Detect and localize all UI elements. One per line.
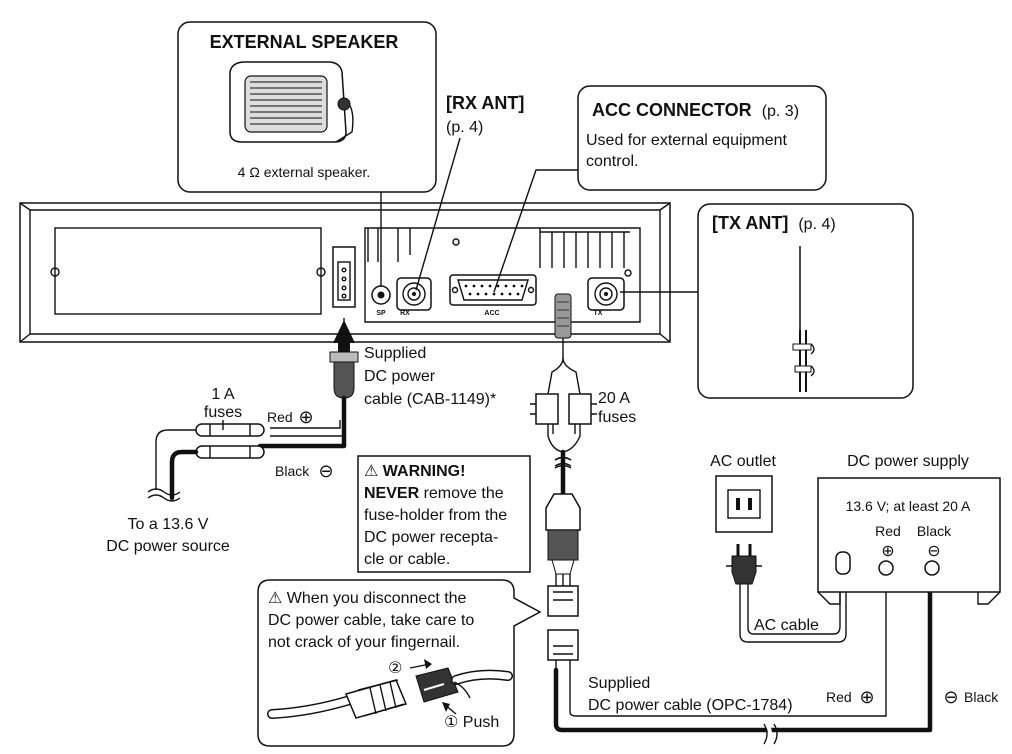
warning-title: ⚠ WARNING!: [364, 463, 465, 480]
caution-line3: not crack of your fingernail.: [268, 634, 460, 651]
rx-connector-label: RX: [400, 310, 410, 317]
tx-connector-label: TX: [594, 310, 603, 317]
cab-1149-cable: 1 A fuses Red ⊕ Black ⊖ Supplied DC powe…: [106, 318, 496, 555]
left-black-label: Black: [275, 463, 310, 479]
caution-step2: ②: [388, 660, 402, 677]
dc-supply-red-label: Red: [875, 523, 901, 539]
bottom-black-minus-icon: ⊖: [943, 687, 958, 707]
ac-cable-label: AC cable: [754, 617, 819, 634]
svg-text:NEVER remove the: NEVER remove the: [364, 485, 504, 502]
dc-power-supply: DC power supply 13.6 V; at least 20 A Re…: [817, 453, 1001, 605]
center-fuse-rating: 20 A: [598, 390, 630, 407]
opc-1784-cable: 20 A fuses Supplied DC power cable (OPC-…: [530, 293, 999, 746]
warning-line1: remove the: [419, 485, 504, 502]
center-fuse-label: fuses: [598, 409, 636, 426]
left-fuse-holders: [195, 423, 265, 459]
ac-plug-icon: [726, 544, 762, 594]
tx-ant-title: [TX ANT]: [712, 213, 788, 233]
bottom-red-label: Red: [826, 689, 852, 705]
cab-1149-line1: Supplied: [364, 345, 426, 362]
acc-connector-label: ACC: [484, 310, 499, 317]
left-black-minus-icon: ⊖: [318, 461, 333, 481]
left-fuse-rating: 1 A: [211, 386, 234, 403]
dc-supply-spec: 13.6 V; at least 20 A: [846, 498, 971, 514]
bottom-red-plus-icon: ⊕: [859, 687, 874, 707]
sp-jack-label: SP: [376, 310, 386, 317]
acc-connector-callout: ACC CONNECTOR (p. 3) Used for external e…: [493, 85, 827, 293]
warning-line3: DC power recepta-: [364, 529, 498, 546]
svg-text:ACC CONNECTOR (p. 3): ACC CONNECTOR (p. 3): [592, 100, 799, 120]
heat-sink: [367, 228, 632, 277]
external-speaker-callout: EXTERNAL SPEAKER 4 Ω external speaker.: [177, 21, 437, 287]
acc-connector-title: ACC CONNECTOR: [592, 100, 752, 120]
antenna-icon: [792, 246, 815, 392]
caution-callout: ⚠ When you disconnect the DC power cable…: [257, 579, 542, 747]
acc-desc-line2: control.: [586, 153, 638, 170]
dc-power-receptacle: [332, 246, 356, 308]
warning-line4: cle or cable.: [364, 551, 450, 568]
cab-1149-line2: DC power: [364, 368, 436, 385]
transceiver-rear-panel: SP RX ACC TX: [19, 202, 671, 343]
rx-ant-connector: RX: [396, 277, 432, 317]
ac-outlet-label: AC outlet: [710, 453, 776, 470]
acc-connector-page: (p. 3): [762, 103, 799, 120]
opc-1784-line1: Supplied: [588, 675, 650, 692]
dc-source-line1: To a 13.6 V: [128, 516, 209, 533]
connector-disconnect-illustration: [267, 659, 513, 719]
acc-connector: ACC: [449, 274, 537, 317]
left-red-plus-icon: ⊕: [298, 407, 313, 427]
external-speaker-caption: 4 Ω external speaker.: [238, 164, 371, 180]
left-red-label: Red: [267, 409, 293, 425]
opc-1784-line2: DC power cable (OPC-1784): [588, 697, 793, 714]
warning-box: ⚠ WARNING! NEVER remove the fuse-holder …: [357, 455, 531, 573]
left-fuse-label: fuses: [204, 404, 242, 421]
bottom-black-label: Black: [964, 689, 999, 705]
ac-outlet: AC outlet AC cable: [710, 453, 847, 643]
caution-line2: DC power cable, take care to: [268, 612, 474, 629]
rx-ant-label: [RX ANT] (p. 4): [415, 93, 524, 291]
dc-supply-minus-icon: ⊖: [927, 543, 940, 560]
caution-line1: ⚠ When you disconnect the: [268, 590, 467, 607]
caution-step1: ① Push: [444, 714, 499, 731]
dc-supply-black-label: Black: [917, 523, 952, 539]
acc-desc-line1: Used for external equipment: [586, 132, 788, 149]
dc-source-line2: DC power source: [106, 538, 230, 555]
warning-never: NEVER: [364, 485, 420, 502]
dc-supply-plus-icon: ⊕: [881, 543, 894, 560]
rx-ant-page: (p. 4): [446, 119, 483, 136]
dc-supply-title: DC power supply: [847, 453, 969, 470]
sp-jack: SP: [371, 285, 391, 317]
tx-ant-connector: TX: [587, 277, 625, 317]
warning-line2: fuse-holder from the: [364, 507, 507, 524]
speaker-icon: [229, 61, 354, 143]
tx-ant-page: (p. 4): [798, 216, 835, 233]
tx-ant-callout: [TX ANT] (p. 4): [620, 203, 914, 399]
svg-text:[TX ANT] (p. 4): [TX ANT] (p. 4): [712, 213, 836, 233]
external-speaker-title: EXTERNAL SPEAKER: [210, 32, 399, 52]
rx-ant-title: [RX ANT]: [446, 93, 524, 113]
cab-1149-line3: cable (CAB-1149)*: [364, 391, 496, 408]
